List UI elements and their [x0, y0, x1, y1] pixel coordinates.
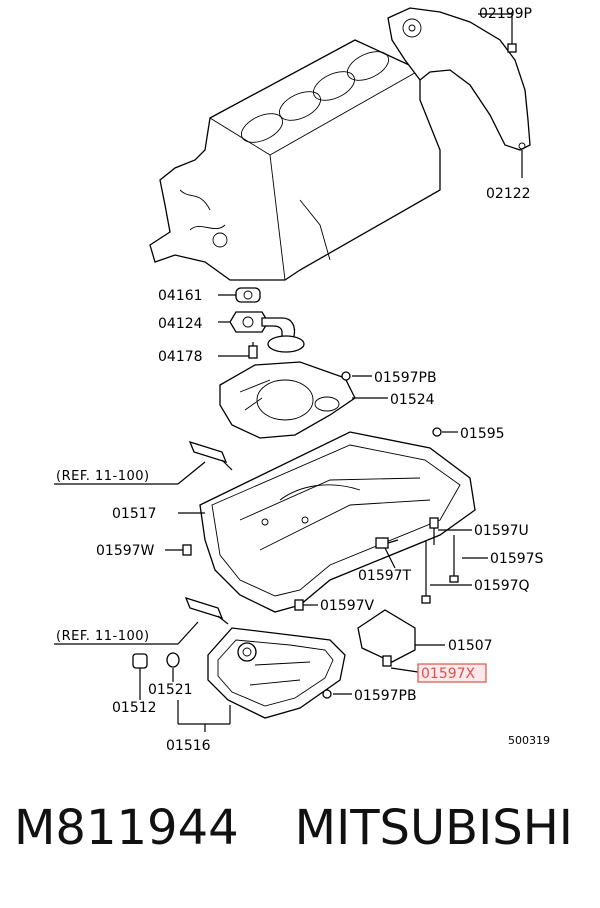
bolt-02199P [507, 36, 517, 53]
engine-block [149, 39, 441, 281]
label-01597X: 01597X [421, 666, 476, 682]
label-01597Q: 01597Q [474, 578, 530, 594]
plug-01595 [432, 427, 442, 437]
label-04161: 04161 [158, 288, 203, 304]
ref-tube-bottom [184, 596, 229, 625]
highlight-01597X[interactable]: 01597X [417, 663, 487, 683]
gasket-04161 [235, 287, 261, 303]
label-02199P: 02199P [479, 6, 532, 22]
label-01512: 01512 [112, 700, 157, 716]
label-ref-bottom: (REF. 11-100) [56, 629, 150, 644]
strainer-04124 [229, 311, 305, 353]
brand-name: MITSUBISHI [294, 800, 573, 856]
label-01597V: 01597V [320, 598, 375, 614]
label-01597PB-bottom: 01597PB [354, 688, 417, 704]
bolt-01597W [182, 544, 192, 556]
parts-diagram: 02199P 02122 04161 04124 04178 01597PB 0… [54, 6, 550, 754]
ref-tube-top [188, 440, 233, 471]
label-01597W: 01597W [96, 543, 155, 559]
label-02122: 02122 [486, 186, 531, 202]
label-01597U: 01597U [474, 523, 529, 539]
bolt-01597PB-bottom [322, 689, 332, 699]
label-ref-top: (REF. 11-100) [56, 469, 150, 484]
end-plate [387, 7, 531, 151]
part-number: M811944 [14, 800, 239, 856]
baffle-plate-01524 [219, 361, 356, 439]
label-01595: 01595 [460, 426, 505, 442]
label-01517: 01517 [112, 506, 157, 522]
label-04124: 04124 [158, 316, 203, 332]
lower-oil-pan-01516 [207, 627, 346, 719]
label-01507: 01507 [448, 638, 493, 654]
label-01524: 01524 [390, 392, 435, 408]
bolt-01597U [429, 517, 439, 545]
cover-01507 [357, 609, 416, 663]
label-01597PB-top: 01597PB [374, 370, 437, 386]
bolt-01597S [449, 535, 459, 583]
bolt-01597X [382, 655, 392, 667]
label-01597S: 01597S [490, 551, 544, 567]
bolt-01597V [294, 599, 304, 611]
label-01521: 01521 [148, 682, 193, 698]
bolt-01597PB-top [341, 371, 351, 381]
label-01516: 01516 [166, 738, 211, 754]
upper-oil-pan-01517 [199, 431, 476, 613]
diagram-number: 500319 [508, 734, 550, 747]
gasket-01521 [166, 652, 180, 668]
caption: M811944 MITSUBISHI [14, 800, 594, 880]
drain-plug-01512 [132, 653, 148, 669]
bolt-01597Q [421, 540, 431, 604]
label-01597T: 01597T [358, 568, 412, 584]
label-04178: 04178 [158, 349, 203, 365]
bolt-01597T [375, 537, 399, 549]
bolt-04178 [248, 342, 258, 359]
